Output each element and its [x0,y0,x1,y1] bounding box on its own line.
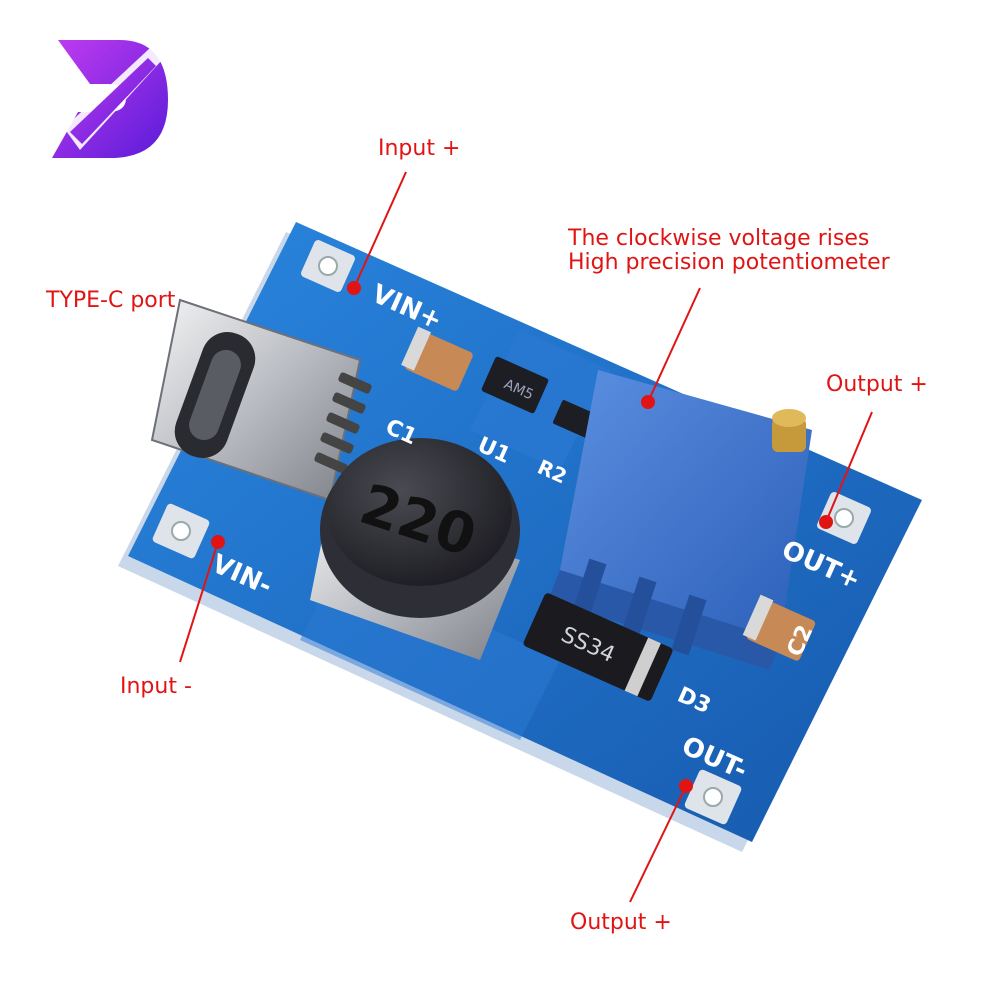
callout-input-minus: Input - [120,674,192,699]
leader-dot-output-plus-right [819,515,833,529]
usb-type-c-connector [150,298,372,502]
resistor-r2 [552,400,598,438]
leader-dot-input-plus [347,281,361,295]
callout-potentiometer-line2: High precision potentiometer [568,250,890,275]
leader-output-plus-bottom [629,785,687,903]
mounting-pad-out-plus [817,492,871,544]
capacitor-c1 [401,326,473,391]
callout-output-plus-right: Output + [826,372,928,397]
potentiometer-screw [772,409,806,452]
capacitor-c2 [742,594,816,661]
boost-converter-board: AM5 220 [118,222,922,852]
callout-output-plus-bottom: Output + [570,910,672,935]
callout-potentiometer-line1: The clockwise voltage rises [568,226,870,251]
mounting-pad-out-minus [684,769,742,825]
mounting-pad-vin-minus [152,503,210,559]
inductor: 220 [310,438,520,660]
callout-type-c-port: TYPE-C port [46,288,176,313]
brand-d-logo-icon [52,40,168,158]
potentiometer [548,370,812,670]
leader-dot-output-plus-bottom [679,779,693,793]
leader-dot-potentiometer [641,395,655,409]
callout-input-plus: Input + [378,136,461,161]
leader-potentiometer [647,287,701,403]
leader-output-plus-right [825,411,873,523]
mounting-pad-vin-plus [301,240,355,292]
ic-u1: AM5 [481,356,549,414]
leader-dot-input-minus [211,535,225,549]
leader-input-plus [353,171,407,289]
leader-input-minus [179,541,219,663]
diode-d3: SS34 [523,593,673,701]
